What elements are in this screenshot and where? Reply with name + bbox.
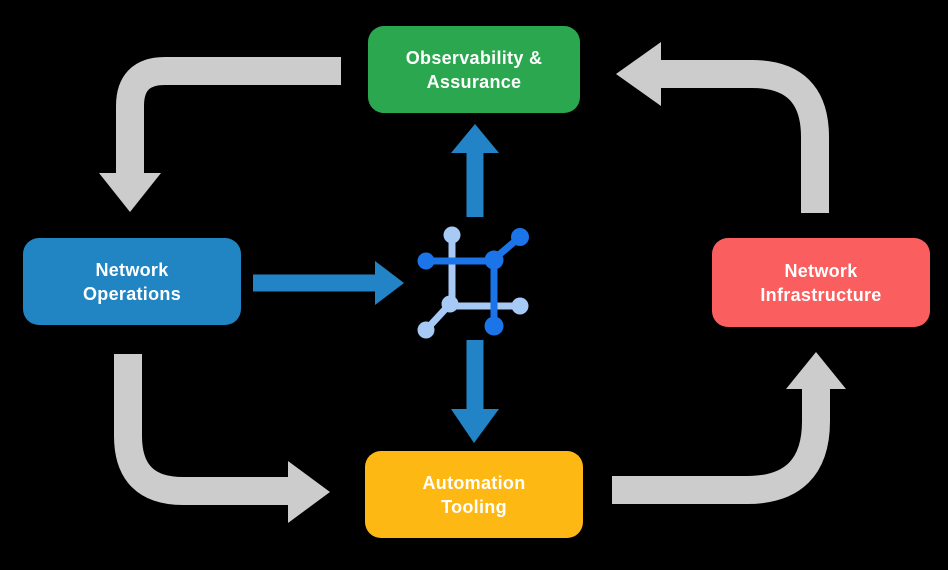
gray-arrow-shafts [114,57,830,505]
gray-arrow-heads [99,42,846,523]
arrowhead-right-icon [375,261,404,305]
arrowhead-right-icon [288,461,330,523]
node-label-line: Observability & [405,47,543,68]
arrowhead-up-icon [786,352,846,389]
arrow-operations-to-tooling [114,354,289,505]
blue-arrow-shafts [253,152,484,410]
node-network-operations: Network Operations [23,238,241,325]
node-automation-tooling: Automation Tooling [365,451,583,538]
arrowhead-left-icon [616,42,661,106]
arrow-infrastructure-to-observability [661,60,829,213]
network-automation-icon [417,226,529,339]
arrowhead-down-icon [451,409,499,443]
blue-arrow-heads [375,124,499,443]
node-observability-assurance: Observability & Assurance [368,26,580,113]
arrowhead-down-icon [99,173,161,212]
node-label-line: Tooling [441,496,507,517]
node-label-line: Infrastructure [760,284,882,305]
icon-light-nodes [417,226,529,339]
arrow-observability-to-operations [116,57,341,174]
arrowhead-up-icon [451,124,499,153]
arrow-tooling-to-infrastructure [612,389,830,504]
node-label-line: Network [784,260,858,281]
node-network-infrastructure: Network Infrastructure [712,238,930,327]
icon-dark-nodes [417,228,529,336]
node-label-line: Network [95,259,169,280]
node-label-line: Assurance [426,71,522,92]
node-label-line: Automation [422,472,526,493]
node-label-line: Operations [82,283,182,304]
